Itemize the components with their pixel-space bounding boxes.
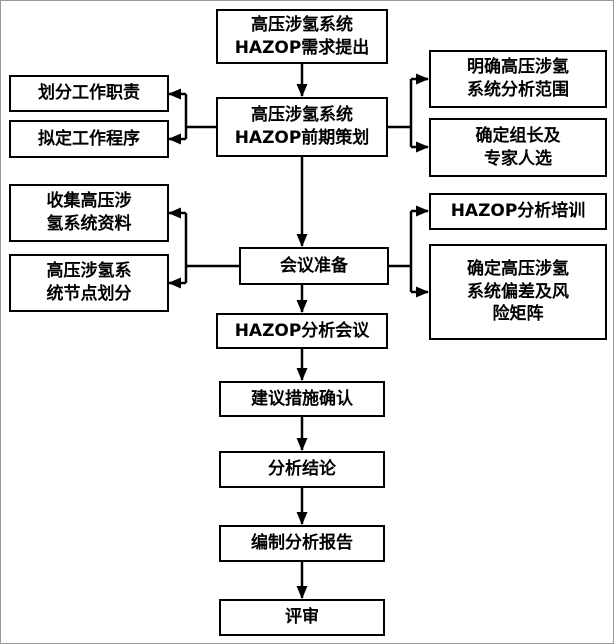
node-collect: 收集高压涉 氢系统资料 [9, 184, 169, 242]
node-review: 评审 [219, 599, 385, 636]
node-measures: 建议措施确认 [219, 381, 385, 417]
node-node-division: 高压涉氢系 统节点划分 [9, 254, 169, 312]
node-requirement: 高压涉氢系统 HAZOP需求提出 [216, 9, 388, 64]
node-conclusion: 分析结论 [219, 451, 385, 488]
trunk-meetingprep-right [389, 211, 413, 292]
node-analysis-meeting: HAZOP分析会议 [216, 313, 388, 349]
trunk-planning-right [388, 79, 413, 147]
trunk-meetingprep-left [184, 213, 239, 283]
node-procedures: 拟定工作程序 [9, 120, 169, 158]
node-duties: 划分工作职责 [9, 75, 169, 112]
node-leader: 确定组长及 专家人选 [429, 118, 607, 177]
trunk-planning-left [184, 94, 216, 139]
node-meeting-prep: 会议准备 [239, 247, 389, 285]
node-report: 编制分析报告 [219, 525, 385, 562]
node-planning: 高压涉氢系统 HAZOP前期策划 [216, 97, 388, 157]
node-training: HAZOP分析培训 [429, 193, 607, 230]
node-scope: 明确高压涉氢 系统分析范围 [429, 50, 607, 108]
node-deviation: 确定高压涉氢 系统偏差及风 险矩阵 [429, 244, 607, 340]
